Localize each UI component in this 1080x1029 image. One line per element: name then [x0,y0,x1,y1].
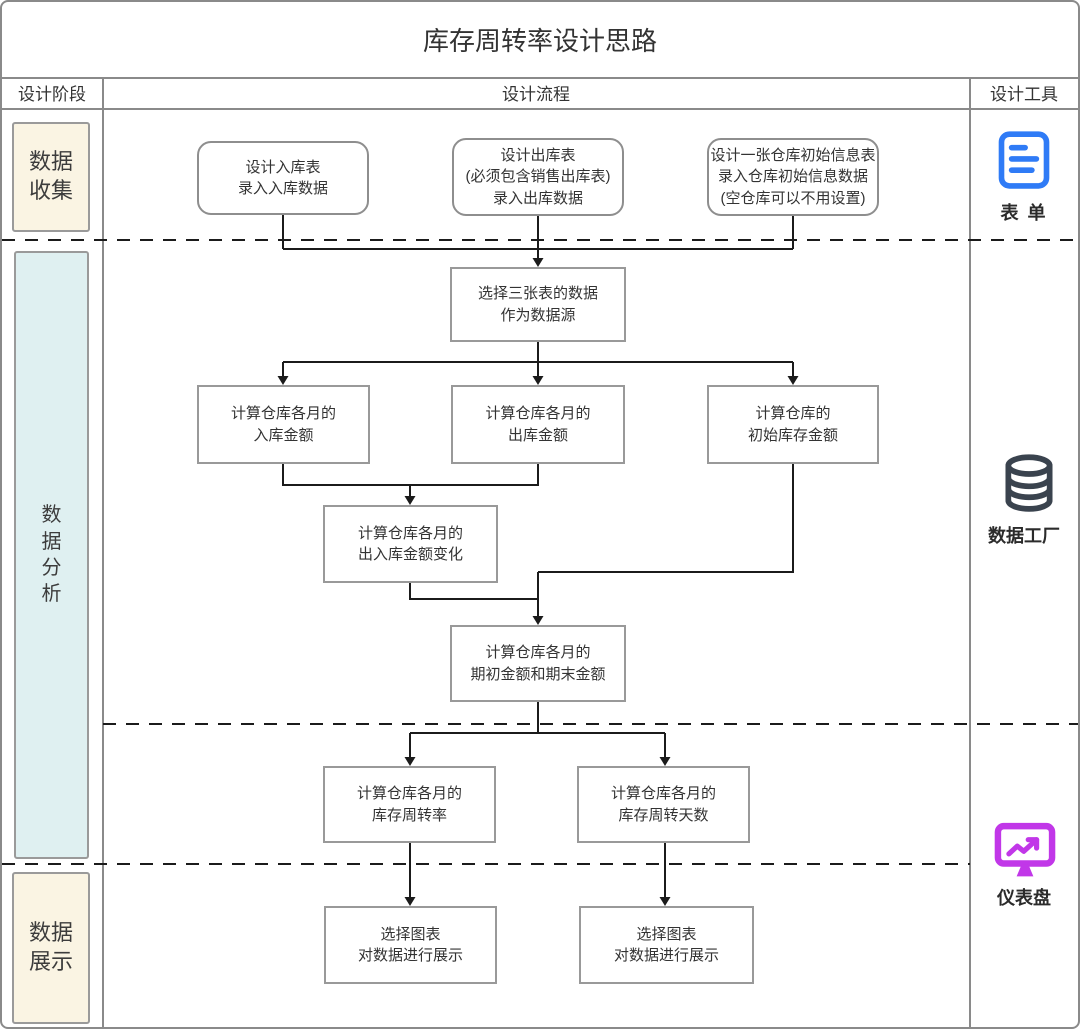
stage-data-collection: 数据 收集 [12,122,90,232]
dashed-separator-collect-analyze [2,239,1078,241]
tool-label-data-factory: 数据工厂 [988,526,1060,546]
form-icon [998,131,1050,189]
stage-label-line: 展示 [28,949,73,974]
stage-label-char: 据 [41,530,62,553]
flow-box-design-outbound-table: 设计出库表 (必须包含销售出库表) 录入出库数据 [452,138,624,216]
flow-box-select-data-source: 选择三张表的数据 作为数据源 [450,267,626,342]
header-flow-col: 设计流程 [502,85,570,104]
stage-column-divider [102,77,104,1027]
flow-box-design-initial-info-table: 设计一张仓库初始信息表 录入仓库初始信息数据 (空仓库可以不用设置) [707,138,879,216]
flow-box-display-chart-rate: 选择图表 对数据进行展示 [324,906,497,984]
tool-label-form: 表 单 [1000,203,1048,223]
stage-label-line: 数据 [28,920,73,946]
flow-box-calc-initial-stock-amount: 计算仓库的 初始库存金额 [707,385,879,464]
tools-column-divider [969,77,971,1027]
dashed-separator-analyze-display [2,863,970,865]
database-icon [1005,454,1053,512]
page-title: 库存周转率设计思路 [422,26,657,56]
stage-data-analysis: 数 据 分 析 [14,251,89,859]
dashed-separator-tools-mid [103,723,1078,725]
stage-data-display: 数据 展示 [12,872,90,1024]
stage-label-line: 收集 [28,178,73,203]
tool-label-dashboard: 仪表盘 [997,888,1051,908]
title-divider [2,77,1078,79]
stage-label-line: 数据 [28,149,73,175]
header-divider [2,108,1078,110]
stage-label-char: 析 [41,583,62,606]
dashboard-icon [994,822,1056,877]
stage-label-char: 数 [41,504,62,527]
stage-label-char: 分 [41,557,62,579]
flow-box-calc-turnover-rate: 计算仓库各月的 库存周转率 [323,766,496,843]
flow-box-calc-turnover-days: 计算仓库各月的 库存周转天数 [577,766,750,843]
header-stage-col: 设计阶段 [18,85,86,104]
flow-box-display-chart-days: 选择图表 对数据进行展示 [579,906,754,984]
header-tools-col: 设计工具 [990,85,1058,104]
flow-box-calc-inbound-amount: 计算仓库各月的 入库金额 [197,385,370,464]
arrowheads [277,258,799,906]
flow-box-calc-inout-change: 计算仓库各月的 出入库金额变化 [323,505,498,583]
flow-box-calc-outbound-amount: 计算仓库各月的 出库金额 [451,385,625,464]
flow-box-design-inbound-table: 设计入库表 录入入库数据 [197,141,369,215]
flow-box-calc-period-amounts: 计算仓库各月的 期初金额和期末金额 [450,625,626,702]
